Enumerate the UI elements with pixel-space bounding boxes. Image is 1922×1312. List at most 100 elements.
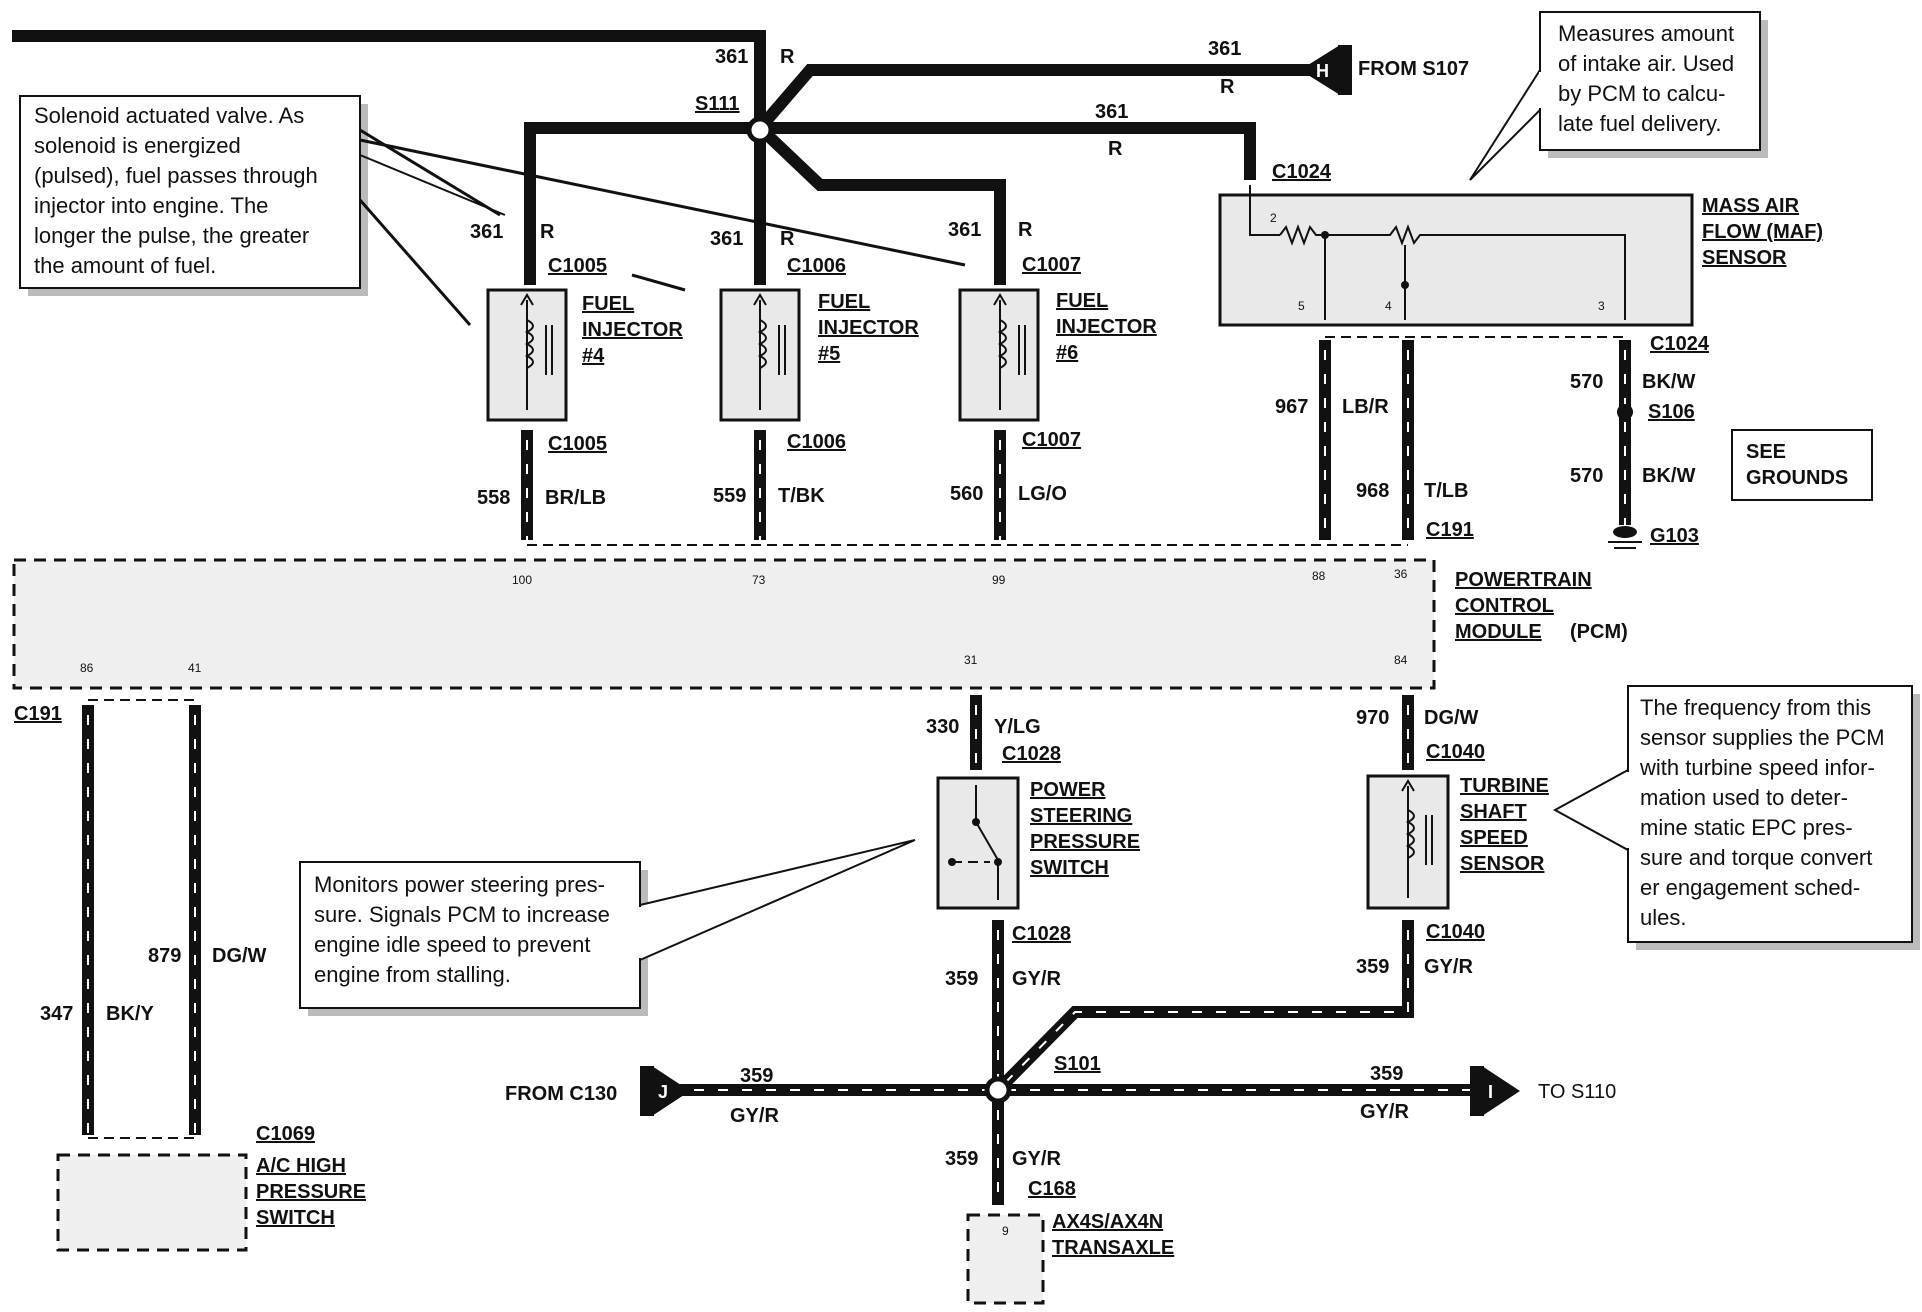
connector-c1006-bot: C1006 [787, 431, 846, 453]
ac-line3: SWITCH [256, 1207, 335, 1229]
turbine-shaft-speed-sensor: TURBINE SHAFT SPEED SENSOR [1366, 774, 1549, 910]
pcm-line2: CONTROL [1455, 595, 1554, 617]
note-maf-line4: late fuel delivery. [1558, 111, 1721, 136]
inj4-line2: INJECTOR [582, 319, 683, 341]
pcm-pin-73: 73 [752, 573, 766, 587]
wire-color-361-top: R [780, 46, 795, 68]
pcm-pin-88: 88 [1312, 569, 1326, 583]
wire-num-361-top: 361 [715, 46, 748, 68]
maf-sensor: C1024 2 5 4 3 MASS AIR FLOW (MAF) SENSOR [1218, 161, 1823, 327]
wire-color-359-left: GY/R [730, 1105, 779, 1127]
fuel-injector-6: C1007 FUEL INJECTOR #6 C1007 560 LG/O [950, 254, 1157, 540]
note-ps-line1: Monitors power steering pres- [314, 872, 605, 897]
fuel-injector-4: C1005 FUEL INJECTOR #4 C1005 558 BR/LB [477, 255, 683, 540]
wire-color-560: LG/O [1018, 483, 1067, 505]
ps-line1: POWER [1030, 779, 1106, 801]
note-tss-line5: mine static EPC pres- [1640, 815, 1853, 840]
wire-num-359-ps: 359 [945, 968, 978, 990]
inj6-line2: INJECTOR [1056, 316, 1157, 338]
wire-num-970: 970 [1356, 707, 1389, 729]
splice-s111-label: S111 [695, 93, 740, 115]
note-tss-line8: ules. [1640, 905, 1686, 930]
pcm-line1: POWERTRAIN [1455, 569, 1592, 591]
pcm-module: 100 73 99 88 36 86 41 31 84 POWERTRAIN C… [12, 558, 1628, 690]
ps-line3: PRESSURE [1030, 831, 1140, 853]
wire-num-967: 967 [1275, 396, 1308, 418]
splice-s106-label: S106 [1648, 401, 1695, 423]
ac-high-pressure-switch: A/C HIGH PRESSURE SWITCH [56, 1153, 366, 1252]
note-tss-line4: mation used to deter- [1640, 785, 1848, 810]
connector-c1024-bot: C1024 [1650, 333, 1710, 355]
note-injector-line5: longer the pulse, the greater [34, 223, 309, 248]
inj5-line1: FUEL [818, 291, 870, 313]
wire-color-879: DG/W [212, 945, 267, 967]
tss-line3: SPEED [1460, 827, 1528, 849]
wire-num-879: 879 [148, 945, 181, 967]
feed-letter-h: H [1316, 61, 1329, 81]
splice-s111-dot [746, 116, 774, 144]
note-tss-line7: er engagement sched- [1640, 875, 1860, 900]
pcm-pin-36: 36 [1394, 567, 1408, 581]
note-tss-line1: The frequency from this [1640, 695, 1871, 720]
wire-num-361-maf: 361 [1095, 101, 1128, 123]
maf-line3: SENSOR [1702, 247, 1787, 269]
tss-line2: SHAFT [1460, 801, 1527, 823]
wire-color-968: T/LB [1424, 480, 1468, 502]
note-injector-line6: the amount of fuel. [34, 253, 216, 278]
ps-line2: STEERING [1030, 805, 1132, 827]
maf-line2: FLOW (MAF) [1702, 221, 1823, 243]
wire-color-361-inj6: R [1018, 219, 1033, 241]
note-injector: Solenoid actuated valve. As solenoid is … [19, 95, 966, 326]
wire-num-558: 558 [477, 487, 510, 509]
feed-to-s110: I TO S110 [1470, 1066, 1616, 1116]
feed-text-from-c130: FROM C130 [505, 1083, 617, 1105]
trans-line2: TRANSAXLE [1052, 1237, 1174, 1259]
connector-c1040-bot: C1040 [1426, 921, 1485, 943]
note-maf: Measures amount of intake air. Used by P… [1469, 11, 1768, 181]
note-injector-line2: solenoid is energized [34, 133, 241, 158]
connector-c1040-top: C1040 [1426, 741, 1485, 763]
wire-color-361-h: R [1220, 76, 1235, 98]
see-grounds-line1: SEE [1746, 441, 1786, 463]
wire-num-347: 347 [40, 1003, 73, 1025]
note-injector-line4: injector into engine. The [34, 193, 268, 218]
inj4-line3: #4 [582, 345, 605, 367]
connector-c168: C168 [1028, 1178, 1076, 1200]
wire-color-359-ps: GY/R [1012, 968, 1061, 990]
note-tss: The frequency from this sensor supplies … [1552, 685, 1920, 950]
connector-c1028-top: C1028 [1002, 743, 1061, 765]
pcm-pin-100: 100 [512, 573, 532, 587]
inj5-line2: INJECTOR [818, 317, 919, 339]
wire-num-361-inj4: 361 [470, 221, 503, 243]
ax4s-transaxle: 9 AX4S/AX4N TRANSAXLE [966, 1211, 1174, 1305]
feed-text-from-s107: FROM S107 [1358, 58, 1469, 80]
note-ps-line3: engine idle speed to prevent [314, 932, 590, 957]
inj6-line1: FUEL [1056, 290, 1108, 312]
wire-num-570b: 570 [1570, 465, 1603, 487]
power-steering-pressure-switch: POWER STEERING PRESSURE SWITCH [936, 776, 1140, 910]
wire-num-359-tss: 359 [1356, 956, 1389, 978]
note-tss-line2: sensor supplies the PCM [1640, 725, 1885, 750]
note-ps-line2: sure. Signals PCM to increase [314, 902, 610, 927]
feed-letter-i: I [1488, 1082, 1493, 1102]
see-grounds-box: SEE GROUNDS [1731, 429, 1873, 501]
feed-text-to-s110: TO S110 [1538, 1081, 1616, 1103]
wire-color-347: BK/Y [106, 1003, 154, 1025]
maf-line1: MASS AIR [1702, 195, 1800, 217]
wire-color-359-right: GY/R [1360, 1101, 1409, 1123]
splice-s106-dot [1617, 404, 1633, 420]
wire-color-359-bottom: GY/R [1012, 1148, 1061, 1170]
maf-pin-4: 4 [1385, 299, 1392, 313]
ground-g103: G103 [1650, 525, 1699, 547]
ac-line1: A/C HIGH [256, 1155, 346, 1177]
note-tss-line6: sure and torque convert [1640, 845, 1872, 870]
wire-color-330: Y/LG [994, 716, 1041, 738]
wire-num-361-inj5: 361 [710, 228, 743, 250]
pcm-pin-86: 86 [80, 661, 94, 675]
wire-color-558: BR/LB [545, 487, 606, 509]
trans-line1: AX4S/AX4N [1052, 1211, 1163, 1233]
maf-pin-5: 5 [1298, 299, 1305, 313]
feed-from-s107: H FROM S107 [1300, 45, 1469, 95]
connector-c1024-top: C1024 [1272, 161, 1332, 183]
ground-icon [1608, 526, 1642, 549]
